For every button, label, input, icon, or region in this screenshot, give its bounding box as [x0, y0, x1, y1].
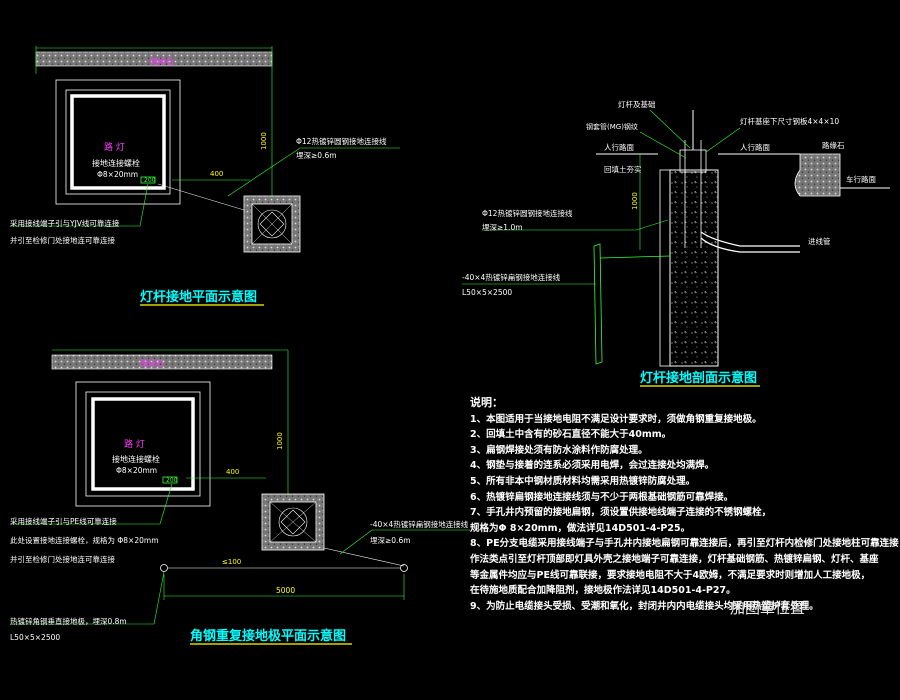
lamp-base-outer: [55, 79, 181, 205]
note-item: 等金属件均应与PE线可靠联接，要求接地电阻不大于4欧姆，不满足要求时则增加人工接…: [470, 569, 871, 581]
flat-note-2: 埋深≥0.6m: [370, 535, 411, 545]
ground-spec-bottom: Φ8×20mm: [116, 466, 157, 475]
sidewalk-right-label: 人行路面: [740, 142, 770, 152]
wire-note-bottom-2: 此处设置接地连接螺栓，规格为 Φ8×20mm: [10, 535, 159, 545]
section-curb-label: 路缘石: [822, 140, 845, 150]
note-item: 7、手孔井内预留的接地扁钢，须设置供接地线端子连接的不锈钢螺栓，: [470, 507, 772, 519]
flat-note-1: -40×4热镀锌扁钢接地连接线: [370, 519, 469, 529]
note-item: 4、钢垫与接着的连系必须采用电焊，会过连接处均满焊。: [470, 460, 715, 472]
notes-block: 说明： 1、本图适用于当接地电阻不满足设计要求时，须做角钢重复接地极。 2、回填…: [470, 395, 900, 614]
angle-note-1: 热镀锌角钢垂直接地极，埋深0.8m: [10, 616, 127, 626]
conduit-label: 钢套管(MG)钢纹: [586, 122, 638, 131]
dim-1000: 1000: [260, 132, 268, 150]
lamp-label: 路 灯: [104, 141, 125, 153]
dim-100: ≤100: [222, 558, 241, 566]
section-title: 灯杆接地剖面示意图: [640, 370, 757, 386]
note-item: 9、为防止电缆接头受损、受潮和氧化，封闭井内内电缆接头均采用热塑护套处理。: [470, 600, 819, 612]
steel-note-1: Φ12热镀锌圆钢接地连接线: [296, 136, 387, 146]
angle-note-2: L50×5×2500: [10, 633, 60, 642]
dim-200-bottom: 200: [166, 477, 178, 484]
curb-label-bottom: 路缘石: [140, 358, 164, 368]
ground-bolt-label: 接地连接螺栓: [92, 158, 140, 168]
dim-200: 200: [144, 177, 156, 184]
note-item: 1、本图适用于当接地电阻不满足设计要求时，须做角钢重复接地极。: [470, 413, 762, 425]
top-plan-title: 灯杆接地平面示意图: [140, 289, 257, 305]
note-item: 规格为Φ 8×20mm，做法详见14D501-4-P25。: [470, 522, 691, 534]
dim-5000: 5000: [276, 586, 295, 595]
top-plan-view: 路缘石 路 灯 接地连接螺栓 Φ8×20mm 200 400 1000 Φ12热…: [10, 46, 400, 306]
stamp-position-label: 加图章位置: [730, 599, 806, 617]
rod-left: [160, 564, 168, 572]
note-item: 5、所有非本中钢材质材料均需采用热镀锌防腐处理。: [470, 475, 696, 487]
note-item: 6、热镀锌扁钢接地连接线须与不少于两根基础钢筋可靠焊接。: [470, 491, 734, 503]
ground-label-bottom: 接地连接螺栓: [112, 454, 160, 464]
rod-right: [400, 564, 408, 572]
section-angle-2: L50×5×2500: [462, 288, 512, 297]
dim-400-bottom: 400: [226, 468, 239, 476]
sidewalk-left-label: 人行路面: [604, 142, 634, 152]
bolt-label: 灯杆基座下尺寸钢板4×4×10: [740, 116, 839, 126]
section-dim-1000: 1000: [631, 192, 639, 210]
wire-note-bottom-1: 采用接线端子引与PE线可靠连接: [10, 516, 117, 526]
section-view: 1000 灯杆及基础 钢套管(MG)钢纹 灯杆基座下尺寸钢板4×4×10 人行路…: [462, 99, 890, 387]
bottom-plan-title: 角钢重复接地极平面示意图: [190, 628, 346, 644]
foundation: [669, 169, 719, 367]
section-top-label: 灯杆及基础: [618, 99, 656, 109]
dim-1000-bottom: 1000: [276, 432, 284, 450]
lamp-label-bottom: 路 灯: [124, 438, 145, 450]
angle-rod: [593, 243, 603, 365]
conduit-pipe: [700, 231, 800, 247]
steel-note-2: 埋深≥0.6m: [296, 150, 337, 160]
backfill-label: 回填土夯实: [604, 164, 642, 174]
notes-title: 说明：: [470, 396, 503, 409]
note-item: 作法类点引至灯杆顶部即灯具外壳之接地端子可靠连接，灯杆基础钢筋、热镀锌扁钢、灯杆…: [470, 553, 879, 565]
note-item: 3、扁钢焊接处须有防水涂料作防腐处理。: [470, 444, 648, 456]
ground-bolt-spec: Φ8×20mm: [97, 170, 138, 179]
note-item: 8、PE分支电缆采用接线端子与手孔井内接地扁钢可靠连接后，再引至灯杆内检修门处接…: [470, 538, 900, 550]
curb-section: [794, 153, 841, 197]
lamp-base-inner: [70, 94, 166, 190]
bottom-plan-view: 路缘石 路 灯 接地连接螺栓 Φ8×20mm 200 400 1000 -40×…: [10, 349, 470, 645]
note-item: 在待施地质配合加降阻剂，接地极作法详见14D501-4-P27。: [470, 585, 736, 597]
ground-bolt: [140, 176, 156, 184]
curb-strip-bottom: [51, 354, 273, 370]
wire-note-2: 并引至检修门处接地连可靠连接: [10, 235, 115, 245]
curb-label: 路缘石: [150, 56, 174, 66]
lane-label: 车行路面: [846, 174, 876, 184]
section-steel-1: Φ12热镀锌圆钢接地连接线: [482, 208, 573, 218]
section-angle-1: -40×4热镀锌扁钢接地连接线: [462, 272, 561, 282]
pole-base: [679, 149, 707, 173]
note-item: 2、回填土中含有的砂石直径不能大于40mm。: [470, 429, 672, 441]
conduit-pipe-label: 进线管: [808, 236, 831, 246]
section-steel-2: 埋深≥1.0m: [482, 222, 523, 232]
wire-note-1: 采用接线端子引与YJV线可靠连接: [10, 218, 120, 228]
lamp-base-outer-bottom: [75, 381, 211, 507]
wire-note-bottom-3: 并引至检修门处接地连可靠连接: [10, 554, 115, 564]
dim-400: 400: [210, 170, 223, 178]
